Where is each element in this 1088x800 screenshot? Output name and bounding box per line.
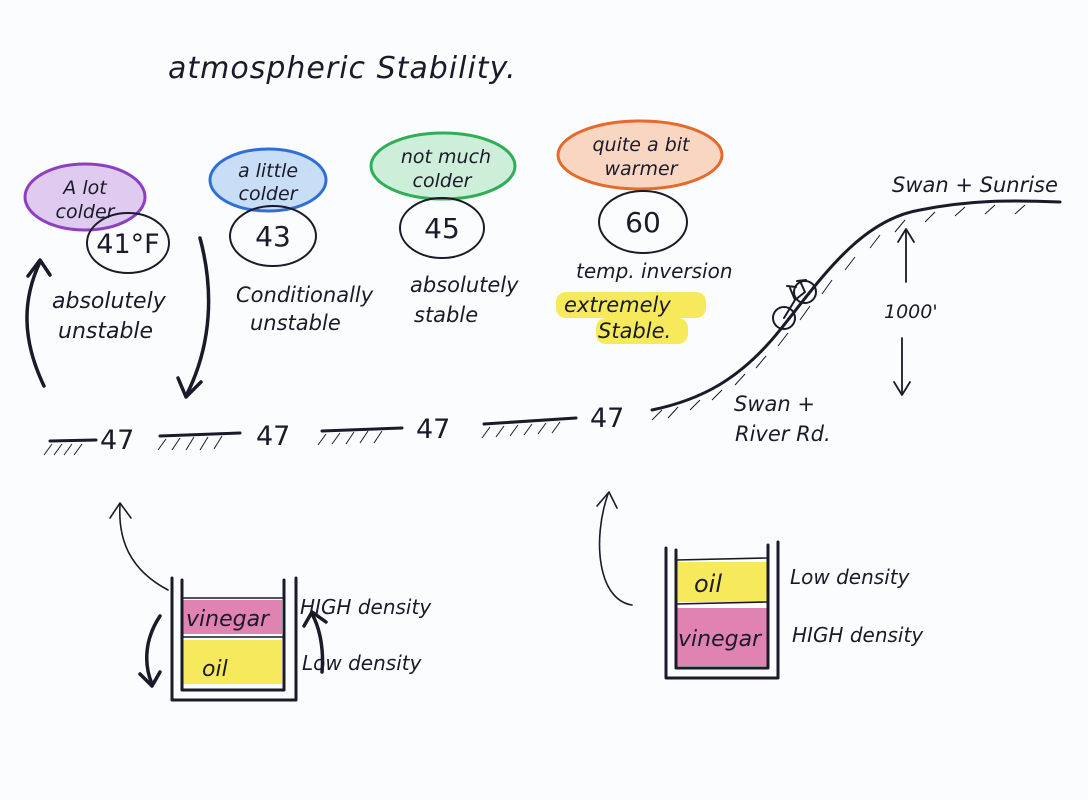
ground-line-3 xyxy=(320,426,404,433)
container-1-down-arrow xyxy=(145,614,162,686)
ground-line-4 xyxy=(482,416,578,426)
stability-label-1a: absolutely xyxy=(52,289,167,314)
ground-hatch-1 xyxy=(43,443,83,456)
bubble-2-line-2: colder xyxy=(239,183,299,205)
container-1-up-arrow xyxy=(310,612,325,674)
bubble-4-line-2: warmer xyxy=(604,158,678,180)
column-4: quite a bit warmer 60 temp. inversion ex… xyxy=(556,119,733,344)
stability-label-2a: Conditionally xyxy=(236,283,374,307)
container-1-top-fill xyxy=(182,600,282,634)
temp-value-1: 41°F xyxy=(96,229,159,260)
temp-value-4: 60 xyxy=(625,206,661,239)
stability-label-4b: extremely xyxy=(564,293,671,317)
container-2-bottom-fill xyxy=(676,608,768,666)
container-2-walls xyxy=(664,540,780,680)
rising-arrow-head xyxy=(26,258,52,278)
rising-arrow xyxy=(25,260,46,388)
temp-value-2: 43 xyxy=(255,220,291,253)
stability-label-1b: unstable xyxy=(58,319,153,344)
ground-temp-4: 47 xyxy=(590,403,624,434)
stability-label-3b: stable xyxy=(414,303,478,327)
stability-label-2b: unstable xyxy=(250,311,341,335)
highlight-extremely xyxy=(556,292,706,318)
curve-arrow-right-head xyxy=(596,491,618,509)
page-title: atmospheric Stability. xyxy=(168,51,517,86)
hill-bottom-label-2: River Rd. xyxy=(735,422,831,446)
temp-circle-3 xyxy=(399,197,485,259)
bubble-1-line-1: A lot xyxy=(61,177,108,199)
temp-circle-2 xyxy=(229,205,317,267)
container-1-up-arrow-head xyxy=(302,610,328,628)
container-1-bottom-label: oil xyxy=(202,657,228,682)
bubble-4 xyxy=(556,119,724,191)
hill: Swan + Sunrise Swan + River Rd. 1000' xyxy=(650,173,1062,446)
sinking-arrow-head xyxy=(176,376,203,399)
sinking-arrow xyxy=(184,236,211,398)
container-2-top-fill xyxy=(676,562,768,602)
bubble-1-line-2: colder xyxy=(56,201,116,223)
hill-top-label: Swan + Sunrise xyxy=(892,173,1058,197)
container-2-bottom-label: vinegar xyxy=(678,627,763,652)
curve-arrow-right xyxy=(598,493,633,606)
container-1-bottom-density: Low density xyxy=(302,651,423,675)
hill-hatch xyxy=(651,204,1026,421)
bicycle-icon xyxy=(772,279,817,330)
curve-arrow-left-head xyxy=(109,502,132,519)
highlight-stable xyxy=(596,318,688,344)
container-2-top-density: Low density xyxy=(790,565,911,589)
bubble-3-line-1: not much xyxy=(401,146,491,168)
stability-label-3a: absolutely xyxy=(410,273,519,297)
container-1-walls xyxy=(170,576,298,702)
height-arrow-down-head xyxy=(893,381,911,396)
container-stable: oil vinegar Low density HIGH density xyxy=(664,540,924,680)
ground-temp-2: 47 xyxy=(256,421,290,452)
ground-hatch-2 xyxy=(157,435,223,451)
container-unstable: vinegar oil HIGH density Low density xyxy=(138,576,432,702)
ground-row: 47 47 47 47 xyxy=(43,403,624,456)
ground-line-2 xyxy=(158,431,242,438)
height-arrow-up-head xyxy=(897,228,915,243)
ground-line-1 xyxy=(48,438,98,443)
curve-arrow-left xyxy=(119,504,169,591)
column-1: A lot colder 41°F absolutely unstable xyxy=(23,162,211,399)
ground-hatch-3 xyxy=(317,430,383,446)
container-1-top-label: vinegar xyxy=(186,607,271,632)
temp-value-3: 45 xyxy=(424,212,460,245)
container-1-down-arrow-head xyxy=(138,670,162,688)
container-1-top-density: HIGH density xyxy=(300,595,432,619)
hill-bottom-label-1: Swan + xyxy=(734,392,815,416)
bubble-2 xyxy=(208,147,328,213)
stability-label-4c: Stable. xyxy=(598,319,671,343)
ground-temp-1: 47 xyxy=(100,425,134,456)
bubble-3-line-2: colder xyxy=(413,170,473,192)
hill-profile xyxy=(650,199,1062,412)
bubble-2-line-1: a little xyxy=(238,160,298,182)
bubble-4-line-1: quite a bit xyxy=(592,134,691,156)
container-1-bottom-fill xyxy=(182,640,282,684)
container-2-bottom-density: HIGH density xyxy=(792,623,924,647)
ground-temp-3: 47 xyxy=(416,414,450,445)
height-label: 1000' xyxy=(884,301,938,323)
column-2: a little colder 43 Conditionally unstabl… xyxy=(208,147,374,335)
temp-circle-1 xyxy=(86,212,170,274)
stability-label-4a: temp. inversion xyxy=(576,259,733,283)
temp-circle-4 xyxy=(598,190,688,254)
ground-hatch-4 xyxy=(481,421,561,439)
column-3: not much colder 45 absolutely stable xyxy=(369,131,519,327)
container-2-top-label: oil xyxy=(694,570,722,598)
